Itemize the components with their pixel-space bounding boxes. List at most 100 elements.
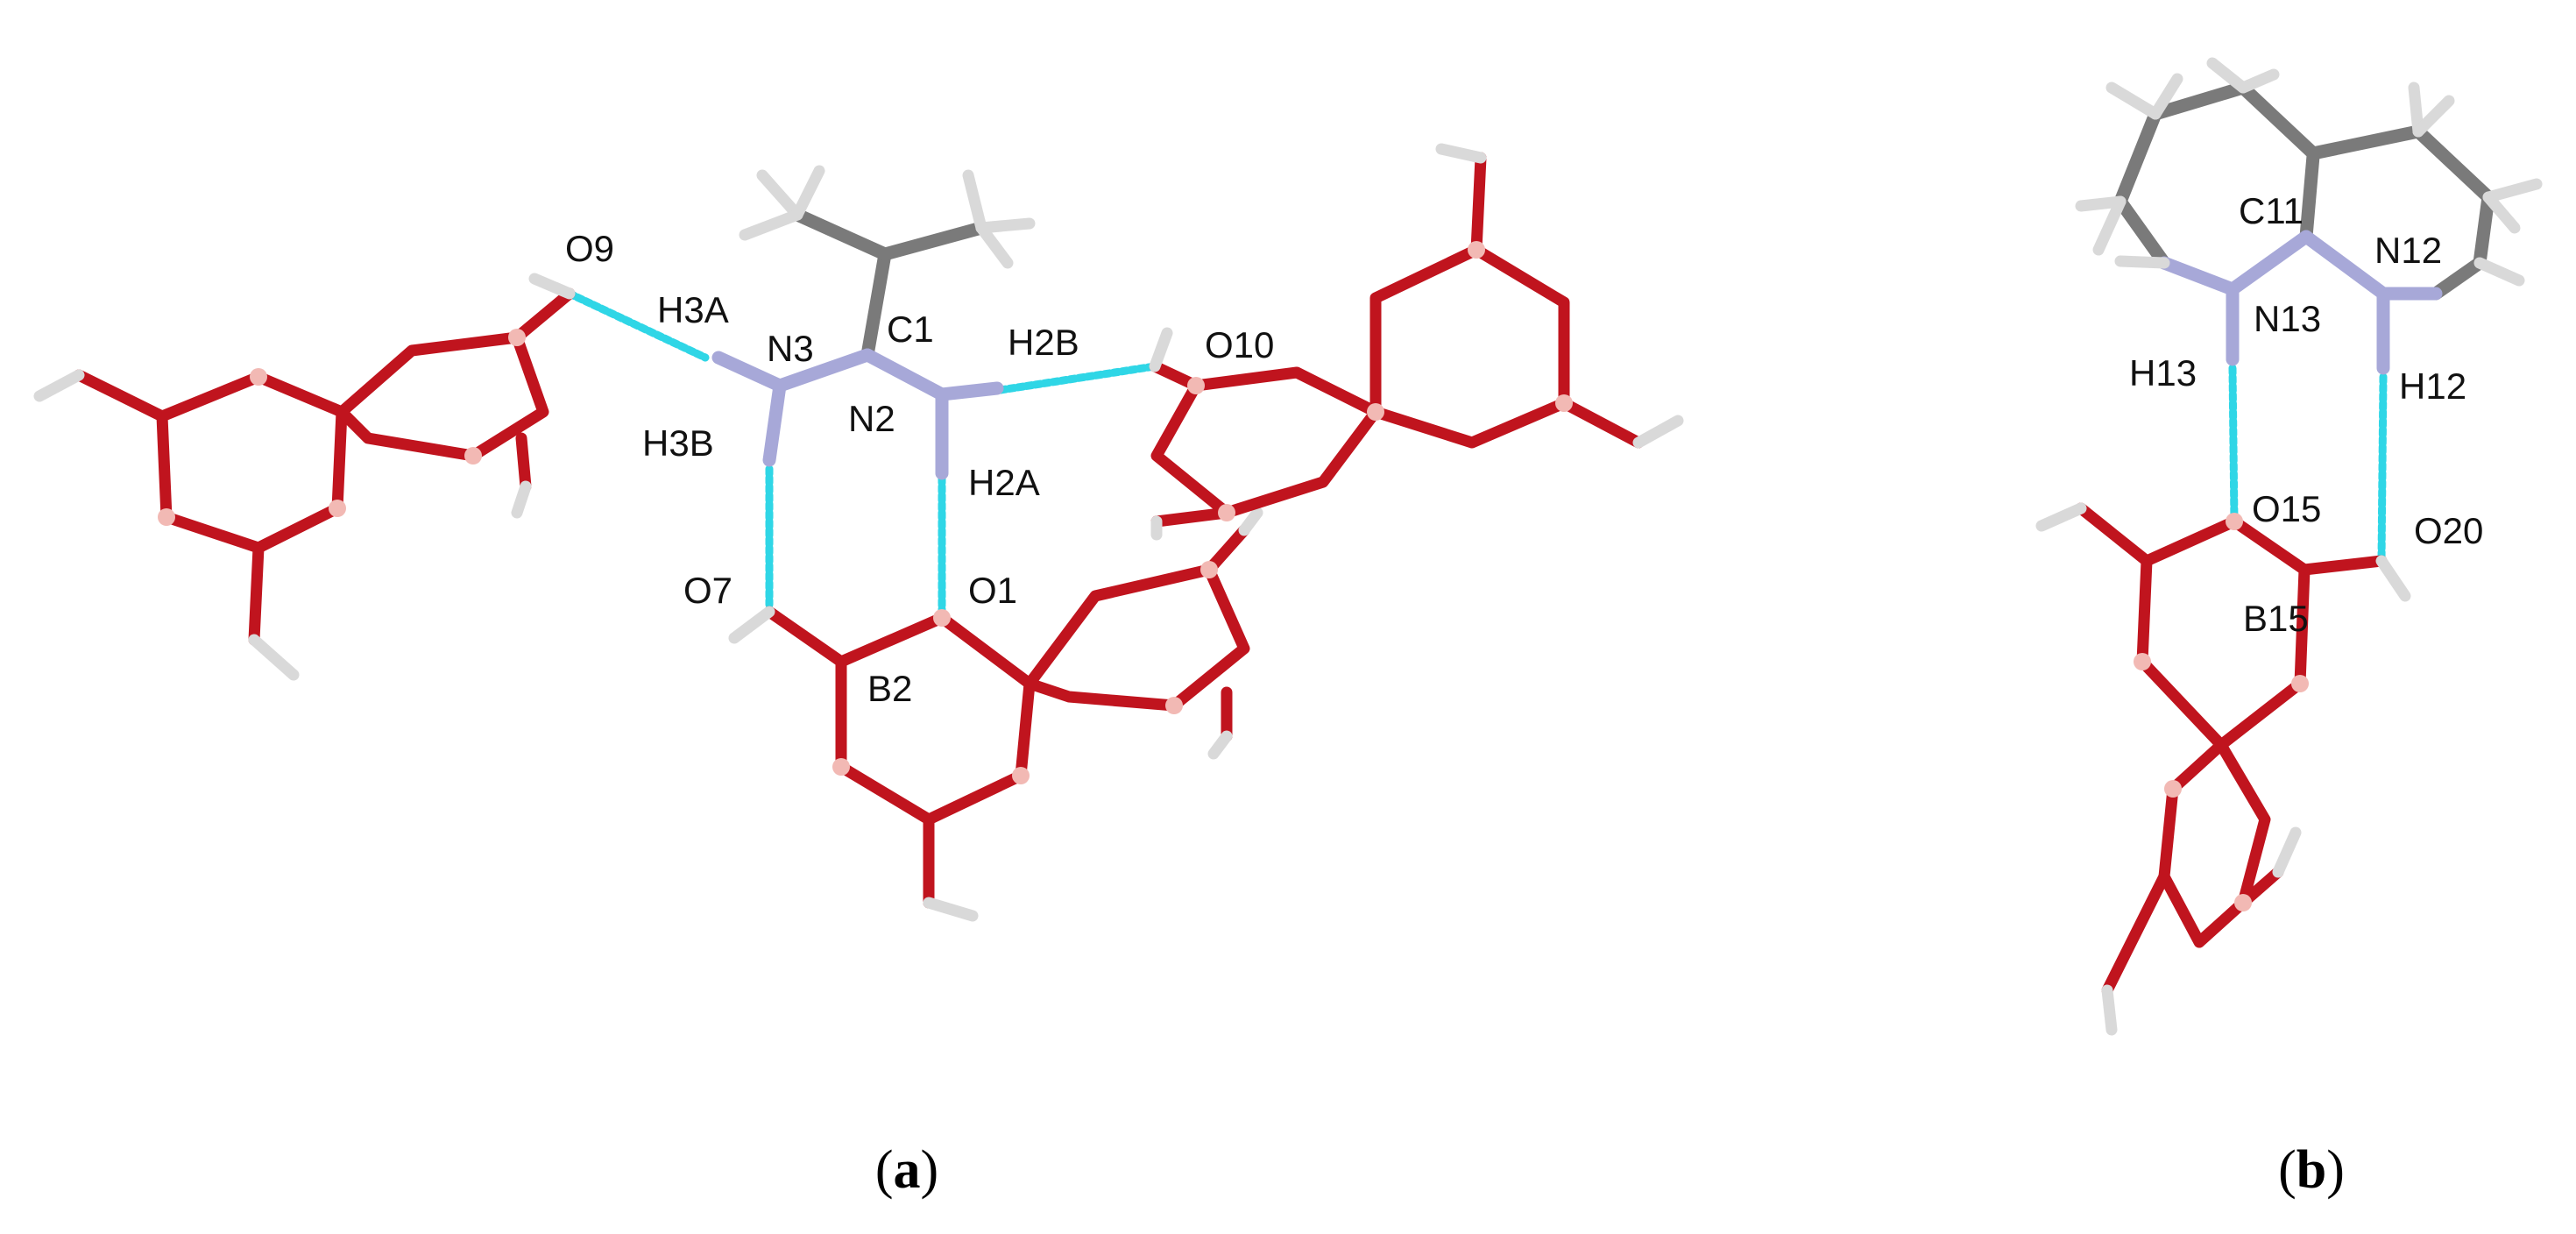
boron-atoms [158,241,2309,911]
bond-c11-n12 [2299,230,2390,301]
h-b-lower [2272,826,2302,878]
bond-n-methyl-right [878,221,988,261]
hbond-h13-o15 [2228,364,2239,526]
boron-atom [1218,504,1235,521]
borate-ring-right-1 [1369,244,1570,449]
h-center-bottom [923,897,979,922]
panel-a: O9 H3A N3 C1 H2B O10 H3B N2 H2A O7 O1 B2… [33,143,1684,1200]
label-h2a: H2A [968,462,1040,503]
boron-atom [832,758,850,776]
bond-n3-h3a [711,351,787,393]
label-b2: B2 [867,668,912,709]
boron-atom [2291,675,2309,692]
bond-left-oh-3 [511,287,576,344]
h-b-10 [2482,178,2543,203]
h-left-1 [33,369,85,402]
borate-b-hydrogens [2035,502,2411,1036]
h-left-4 [511,480,532,519]
borate-ring-center-1 [835,612,1036,826]
hbond-h2b-o10 [996,362,1159,394]
h-b-3 [2105,82,2162,120]
panel-a-atom-labels: O9 H3A N3 C1 H2B O10 H3B N2 H2A O7 O1 B2 [565,228,1274,709]
borate-right-hydrogens [1149,143,1684,541]
borate-ring-center-2 [1023,564,1250,712]
panel-b-atom-labels: C11 N12 N13 H13 H12 O15 O20 B15 [2129,190,2483,639]
h-b-7 [2114,255,2170,269]
label-h3a: H3A [657,289,729,330]
bond-n2-h2b [935,381,1004,401]
label-n2: N2 [848,398,895,439]
label-o15: O15 [2252,488,2321,529]
label-n12: N12 [2374,230,2442,271]
bond-b-oh-bottom [2101,870,2170,996]
boron-atom [933,609,951,627]
label-n13: N13 [2254,298,2321,339]
label-c11: C11 [2239,190,2304,231]
borate-ring-left-2 [336,331,549,462]
h-center-r2 [1207,730,1233,760]
borate-cluster-b [2075,502,2388,996]
bond-left-oh-4 [515,432,532,493]
bond-c11-n13 [2226,230,2313,296]
label-b15: B15 [2243,598,2309,639]
borate-center-hydrogens [728,507,1263,922]
bond-n13-c [2157,256,2240,296]
hbond-h12-o20 [2377,372,2388,565]
boron-atom [1367,403,1384,421]
cation-b [2075,57,2543,375]
borate-ring-b-2 [2158,739,2271,948]
label-n3: N3 [767,328,814,369]
h-methyl-r3 [975,222,1014,269]
h-right-top [1435,143,1487,164]
boron-atom [1555,394,1573,412]
boron-atom [1200,561,1218,578]
boron-atom [2134,653,2151,670]
label-o20: O20 [2414,510,2483,551]
h-methyl-l2 [739,209,803,241]
h-b-5 [2092,195,2127,256]
panel-label-b: (b) [2278,1140,2345,1200]
bond-center-o7 [763,606,847,668]
h-right-r [1632,415,1684,449]
boron-atom [2164,780,2182,798]
boron-atom [329,500,346,517]
panel-label-a: (a) [875,1140,938,1200]
borate-left-hydrogens [33,273,576,681]
label-h13: H13 [2129,352,2197,394]
label-h3b: H3B [642,422,714,464]
bond-right-oh-r [1558,397,1645,449]
bond-left-oh-1 [73,369,168,422]
boron-atom [1468,241,1485,259]
panel-a-hydrogen-bonds [565,289,1159,622]
h-methyl-r2 [975,217,1036,234]
h-b-12 [2473,257,2525,287]
bond-c1-n3 [773,348,874,393]
h-b-6 [2075,195,2127,212]
bond-b-o20 [2298,555,2388,576]
hbond-o9-h3a [565,289,710,362]
bond-right-oh-bottom [1150,507,1233,528]
borate-ring-right-2 [1150,366,1382,519]
h-b-11 [2482,191,2521,234]
bond-center-oh-r1 [1203,524,1250,576]
panel-b: C11 N12 N13 H13 H12 O15 O20 B15 (b) [2035,57,2543,1200]
boron-atom [1012,767,1030,784]
boron-atom [158,508,175,526]
label-o10: O10 [1205,324,1274,365]
boron-atom [464,447,482,465]
h-left-2 [248,634,300,681]
bond-right-oh-top [1470,152,1487,256]
label-o9: O9 [565,228,614,269]
bond-b-oh-left [2075,502,2153,567]
boron-atom [2234,894,2252,911]
bond-c11-cn [2299,149,2320,244]
bond-c1-n2 [860,348,949,401]
borate-ring-left-1 [156,371,348,554]
h-b-left [2035,502,2087,532]
h-b-o20 [2375,555,2411,602]
label-h12: H12 [2399,365,2466,407]
bond-n-methyl-left [790,208,892,261]
panel-b-hydrogen-bonds [2228,364,2388,565]
h-center-r1 [1238,507,1263,536]
